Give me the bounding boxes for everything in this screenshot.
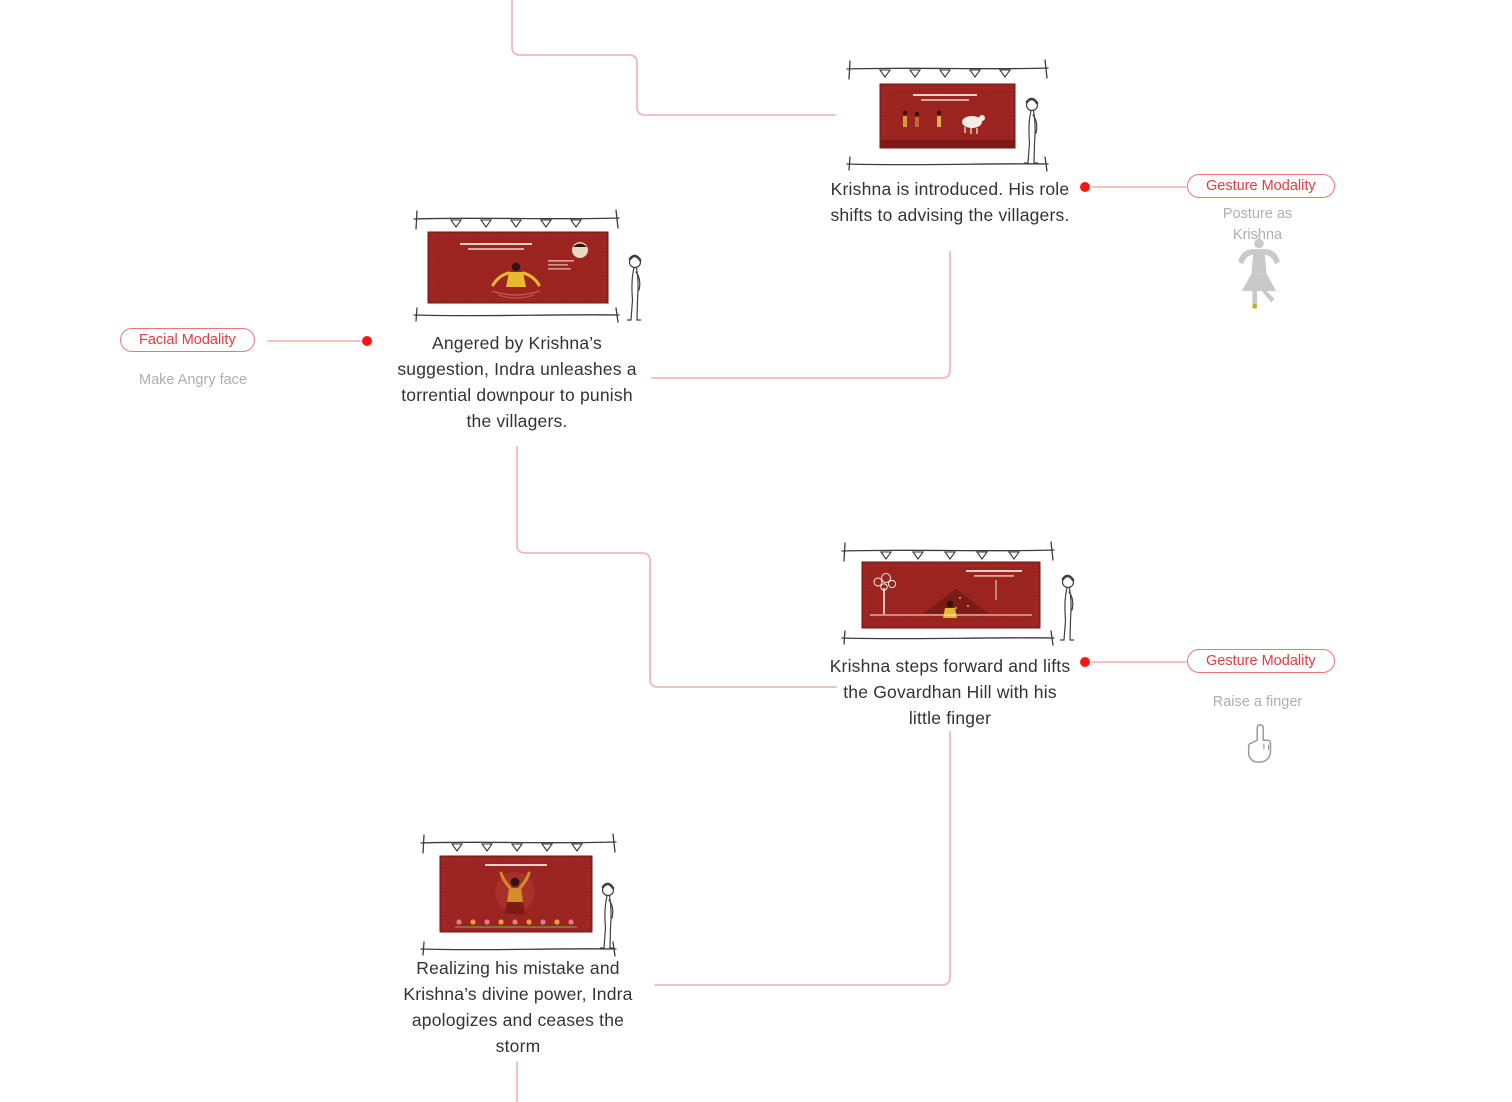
modality-pill-facial[interactable]: Facial Modality [120, 328, 255, 352]
panel-caption-2: Angered by Krishna’s suggestion, Indra u… [397, 333, 637, 431]
panel-frame [413, 209, 620, 323]
dancer-figure-icon [1228, 232, 1290, 312]
viewer-figure [1023, 97, 1039, 165]
modality-note-2: Make Angry face [139, 372, 247, 388]
panel-caption-3: Krishna steps forward and lifts the Gova… [829, 656, 1071, 728]
storyboard-panel-4[interactable] [415, 830, 635, 960]
modality-pill-gesture-1[interactable]: Gesture Modality [1187, 174, 1335, 198]
panel-caption-1: Krishna is introduced. His role shifts t… [830, 179, 1070, 225]
storyboard-panel-3[interactable] [838, 540, 1090, 652]
panel-art-indra-apologizes [439, 855, 593, 933]
storyboard-panel-2[interactable] [408, 205, 656, 330]
viewer-figure [626, 254, 642, 322]
modality-note-3: Raise a finger [1212, 694, 1303, 710]
panel-caption-4: Realizing his mistake and Krishna’s divi… [403, 958, 633, 1056]
viewer-figure [1059, 574, 1075, 642]
storyboard-panel-1[interactable] [845, 58, 1065, 176]
pointing-finger-icon [1242, 720, 1280, 768]
panel-frame [420, 833, 617, 957]
panel-art-indra-angry [427, 231, 609, 304]
modality-pill-gesture-2[interactable]: Gesture Modality [1187, 649, 1335, 673]
panel-art-krishna-introduced [879, 83, 1016, 149]
viewer-figure [599, 882, 615, 950]
panel-frame [846, 59, 1049, 172]
panel-art-govardhan-hill [861, 561, 1041, 629]
panel-frame [841, 541, 1055, 646]
